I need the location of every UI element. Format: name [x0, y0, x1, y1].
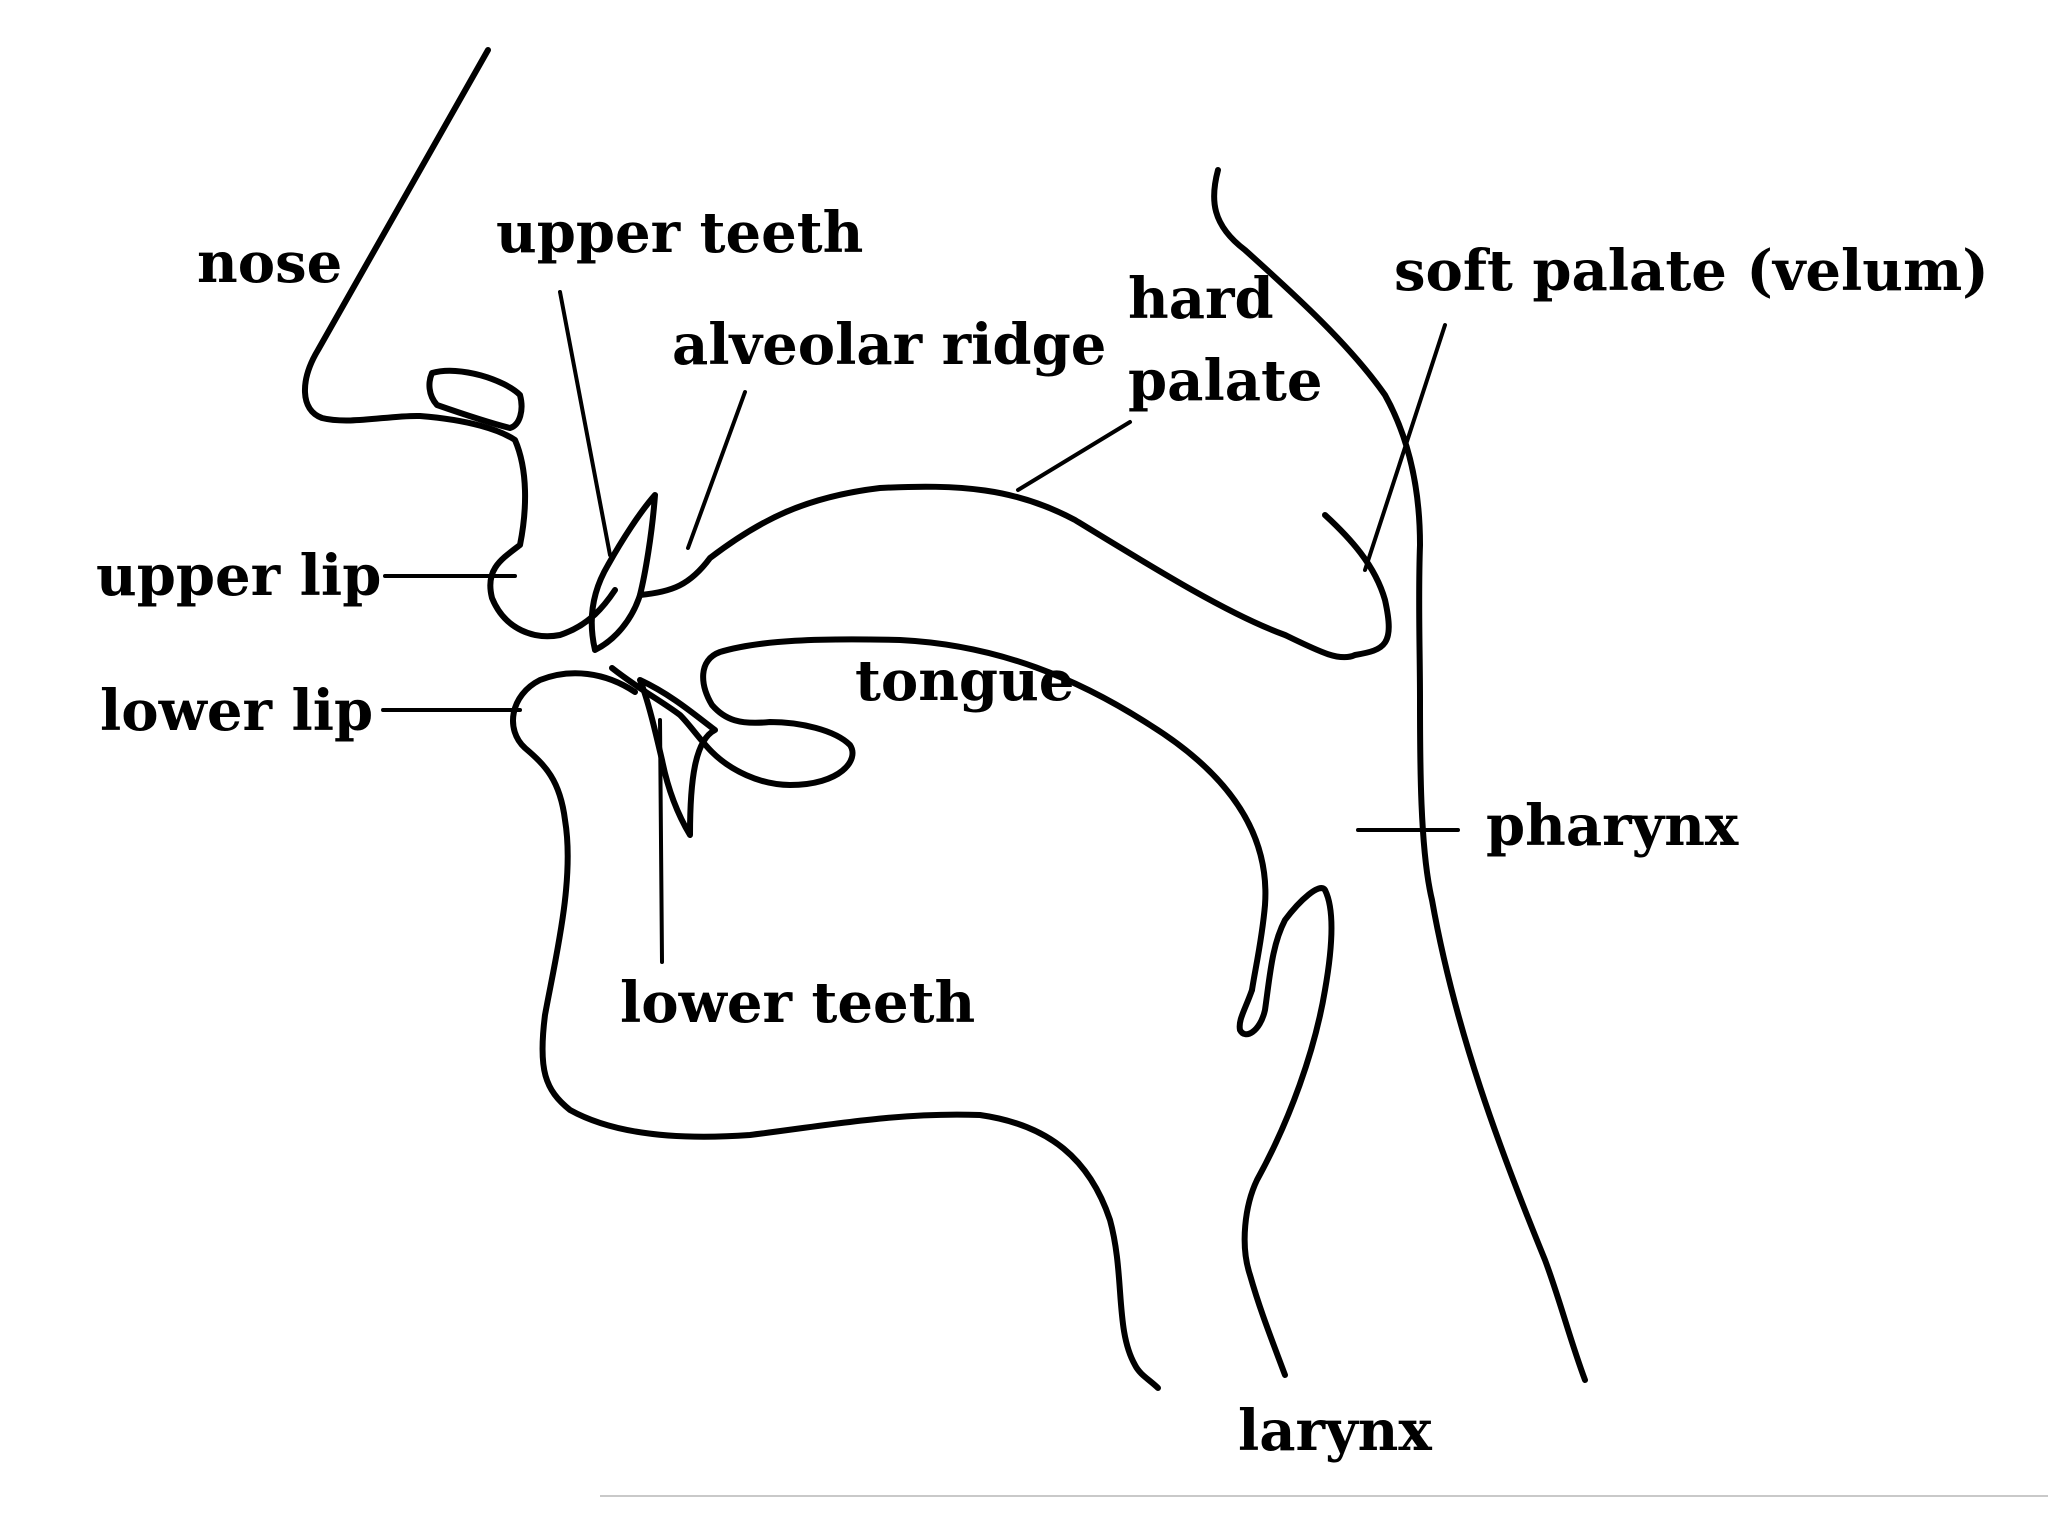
label-tongue: tongue: [855, 648, 1074, 714]
leader-lines: [381, 290, 1460, 964]
label-alveolar-ridge: alveolar ridge: [672, 312, 1106, 378]
alveolar-ridge-leader: [686, 390, 747, 550]
label-hard-palate-line1: hard: [1128, 266, 1274, 332]
label-lower-teeth: lower teeth: [620, 970, 975, 1036]
label-lower-lip: lower lip: [100, 678, 373, 744]
label-nose: nose: [197, 230, 342, 296]
label-upper-lip: upper lip: [96, 543, 381, 609]
jaw-outline: [510, 670, 1161, 1391]
upper-teeth-leader: [558, 290, 612, 557]
diagram-labels: nose upper teeth alveolar ridge hard pal…: [96, 200, 1989, 1464]
label-pharynx: pharynx: [1486, 793, 1739, 859]
label-hard-palate-line2: palate: [1128, 348, 1323, 414]
epiglottis-outline: [1236, 885, 1335, 1378]
anatomy-outlines: [302, 47, 1588, 1391]
tongue-outline: [609, 636, 1269, 993]
upper-incisor-outline: [588, 492, 658, 653]
soft-palate-leader: [1363, 323, 1447, 572]
nose-outline: [302, 47, 618, 640]
label-upper-teeth: upper teeth: [496, 200, 863, 266]
lower-incisor-outline: [637, 677, 718, 838]
lower-teeth-leader: [658, 718, 664, 964]
label-larynx: larynx: [1238, 1398, 1432, 1464]
pharynx-wall-outline: [1211, 167, 1588, 1383]
label-soft-palate: soft palate (velum): [1394, 238, 1989, 304]
palate-outline: [637, 483, 1392, 661]
hard-palate-leader: [1016, 420, 1132, 492]
nostril-outline: [426, 367, 525, 431]
